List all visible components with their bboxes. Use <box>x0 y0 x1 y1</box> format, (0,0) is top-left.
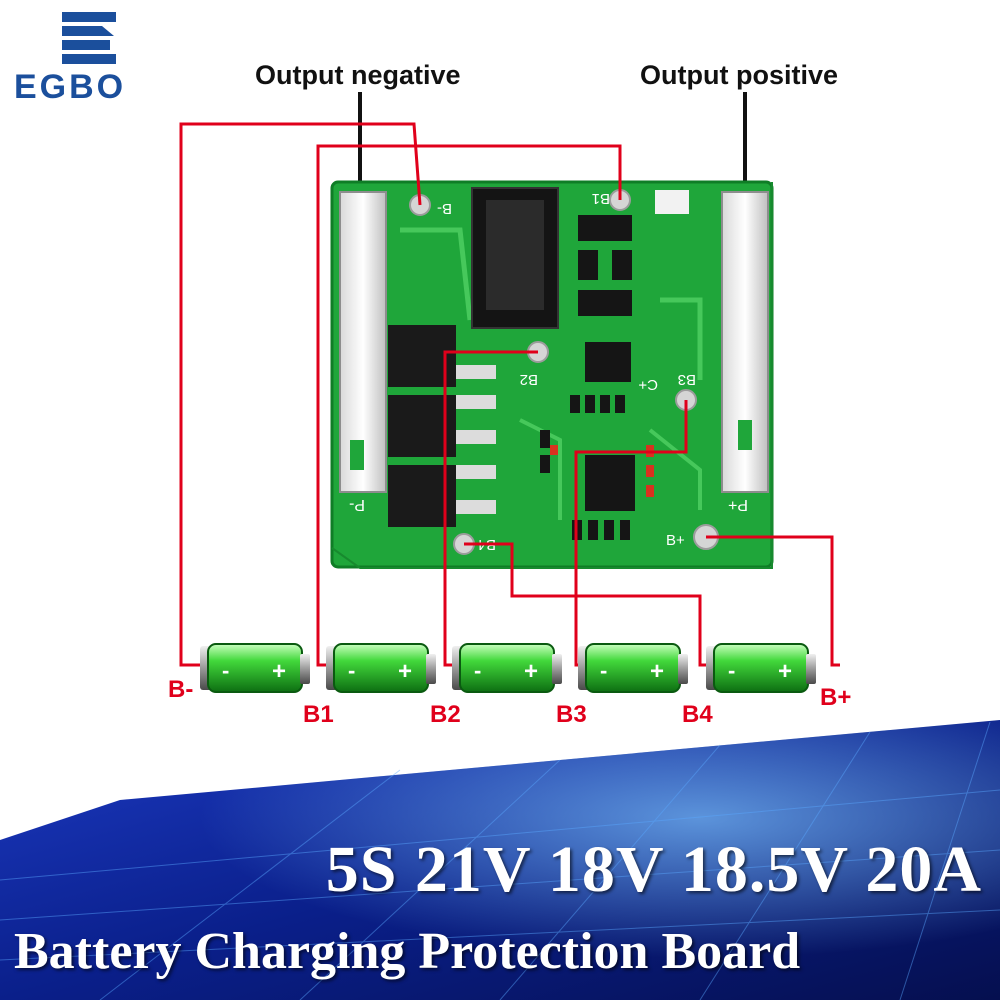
output-positive-label: Output positive <box>640 60 838 90</box>
ic-chip <box>585 342 631 382</box>
node-label-b-plus: B+ <box>820 684 851 711</box>
ic-chip <box>585 455 635 511</box>
b-plus-silk: B+ <box>666 532 685 549</box>
node-label-b4: B4 <box>682 701 713 728</box>
battery-cell: - + <box>706 643 816 693</box>
node-label-b1: B1 <box>303 701 334 728</box>
svg-text:+: + <box>650 658 664 685</box>
svg-text:-: - <box>222 658 229 683</box>
b1-silk: B1 <box>592 190 610 207</box>
wiring-lines <box>179 122 840 667</box>
node-label-b2: B2 <box>430 701 461 728</box>
battery-cell: - + <box>326 643 436 693</box>
svg-text:-: - <box>600 658 607 683</box>
promo-banner <box>0 700 1000 1000</box>
product-title: Battery Charging Protection Board <box>14 923 801 980</box>
diode <box>578 215 632 241</box>
svg-text:-: - <box>728 658 735 683</box>
node-label-b-minus: B- <box>168 676 193 703</box>
battery-cell: - + <box>578 643 688 693</box>
c-plus-silk: C+ <box>638 376 658 393</box>
node-label-b3: B3 <box>556 701 587 728</box>
brand-logo: EGBO <box>14 10 164 106</box>
svg-text:-: - <box>348 658 355 683</box>
svg-text:+: + <box>778 658 792 685</box>
p-minus-silk: P- <box>349 496 365 513</box>
svg-text:+: + <box>398 658 412 685</box>
svg-text:-: - <box>474 658 481 683</box>
svg-text:+: + <box>272 658 286 685</box>
battery-pack: - + - + - + - + - + <box>200 643 816 693</box>
banner-background <box>0 720 1000 1000</box>
diode <box>578 290 632 316</box>
p-plus-silk: P+ <box>728 496 748 513</box>
protection-board: P- P+ <box>330 180 774 569</box>
b3-silk: B3 <box>678 371 696 388</box>
svg-text:+: + <box>524 658 538 685</box>
b-minus-silk: B- <box>437 200 452 217</box>
battery-cell: - + <box>452 643 562 693</box>
spec-headline: 5S 21V 18V 18.5V 20A <box>325 833 982 906</box>
logo-mark-icon <box>62 12 116 64</box>
logo-text: EGBO <box>14 68 127 106</box>
output-negative-label: Output negative <box>255 60 461 90</box>
b2-silk: B2 <box>520 371 538 388</box>
battery-cell: - + <box>200 643 310 693</box>
